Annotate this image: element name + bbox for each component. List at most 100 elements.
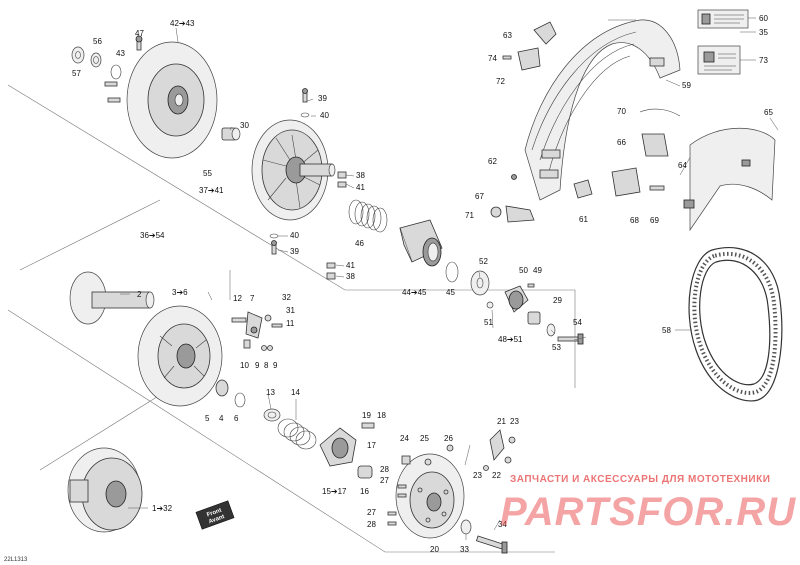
callout-40b[interactable]: 40 xyxy=(290,231,299,240)
callout-41b[interactable]: 41 xyxy=(346,261,355,270)
callout-74[interactable]: 74 xyxy=(488,54,497,63)
callout-4[interactable]: 4 xyxy=(219,414,224,423)
lever-assembly-7[interactable] xyxy=(231,311,273,351)
roller-kit-21[interactable] xyxy=(483,429,516,471)
callout-30[interactable]: 30 xyxy=(240,121,249,130)
sliders-41-38[interactable] xyxy=(326,262,336,280)
callout-15[interactable]: 15➔17 xyxy=(322,487,347,496)
callout-52[interactable]: 52 xyxy=(479,257,488,266)
callout-72[interactable]: 72 xyxy=(496,77,505,86)
callout-59[interactable]: 59 xyxy=(682,81,691,90)
callout-12[interactable]: 12 xyxy=(233,294,242,303)
callout-20[interactable]: 20 xyxy=(430,545,439,554)
callout-63[interactable]: 63 xyxy=(503,31,512,40)
callout-19[interactable]: 19 xyxy=(362,411,371,420)
callout-60[interactable]: 60 xyxy=(759,14,768,23)
callout-34[interactable]: 34 xyxy=(498,520,507,529)
washer-51[interactable] xyxy=(486,301,494,309)
part-26[interactable] xyxy=(446,444,454,452)
driven-pulley-fixed-sheave-37[interactable] xyxy=(251,119,336,221)
callout-58[interactable]: 58 xyxy=(662,326,671,335)
callout-36[interactable]: 36➔54 xyxy=(140,231,165,240)
callout-49[interactable]: 49 xyxy=(533,266,542,275)
callout-73[interactable]: 73 xyxy=(759,56,768,65)
spring-clip-70[interactable] xyxy=(639,108,681,117)
ring-45[interactable] xyxy=(445,261,459,283)
latch-67[interactable] xyxy=(505,205,535,223)
callout-45[interactable]: 45 xyxy=(446,288,455,297)
callout-55[interactable]: 55 xyxy=(203,169,212,178)
callout-39b[interactable]: 39 xyxy=(290,247,299,256)
callout-25[interactable]: 25 xyxy=(420,434,429,443)
callout-23b[interactable]: 23 xyxy=(473,471,482,480)
bearing-housing-48[interactable] xyxy=(504,285,529,313)
callout-1[interactable]: 1➔32 xyxy=(152,504,173,513)
bracket-66[interactable] xyxy=(641,133,669,157)
callout-65[interactable]: 65 xyxy=(764,108,773,117)
drive-pulley-sliding-half-3[interactable] xyxy=(137,305,223,407)
drive-pulley-cover-20[interactable] xyxy=(395,453,465,539)
decal-60[interactable] xyxy=(697,9,749,29)
callout-16[interactable]: 16 xyxy=(360,487,369,496)
callout-14[interactable]: 14 xyxy=(291,388,300,397)
cam-44[interactable] xyxy=(399,219,443,267)
callout-23[interactable]: 23 xyxy=(510,417,519,426)
callout-57[interactable]: 57 xyxy=(72,69,81,78)
drive-pulley-assembly-1[interactable] xyxy=(67,447,143,533)
callout-5[interactable]: 5 xyxy=(205,414,210,423)
spacer-29[interactable] xyxy=(527,311,541,325)
callout-44[interactable]: 44➔45 xyxy=(402,288,427,297)
drive-pulley-fixed-half-2[interactable] xyxy=(69,271,155,325)
screw-74[interactable] xyxy=(502,55,512,60)
bracket-72[interactable] xyxy=(517,47,541,71)
washer-57[interactable] xyxy=(71,46,85,64)
bushing-30[interactable] xyxy=(221,127,241,141)
bolt-54[interactable] xyxy=(557,333,584,345)
callout-61[interactable]: 61 xyxy=(579,215,588,224)
knob-71[interactable] xyxy=(490,206,502,218)
callout-70[interactable]: 70 xyxy=(617,107,626,116)
callout-41[interactable]: 41 xyxy=(356,183,365,192)
callout-40[interactable]: 40 xyxy=(320,111,329,120)
callout-32[interactable]: 32 xyxy=(282,293,291,302)
circlip-43[interactable] xyxy=(110,64,122,80)
callout-54[interactable]: 54 xyxy=(573,318,582,327)
callout-67[interactable]: 67 xyxy=(475,192,484,201)
bracket-63[interactable] xyxy=(533,21,557,45)
bolt-62[interactable] xyxy=(511,174,517,180)
screw-39b[interactable] xyxy=(271,240,277,255)
callout-21[interactable]: 21 xyxy=(497,417,506,426)
callout-50[interactable]: 50 xyxy=(519,266,528,275)
callout-71[interactable]: 71 xyxy=(465,211,474,220)
bracket-68[interactable] xyxy=(611,167,641,197)
callout-27[interactable]: 27 xyxy=(380,476,389,485)
callout-35[interactable]: 35 xyxy=(759,28,768,37)
callout-28[interactable]: 28 xyxy=(380,465,389,474)
callout-69[interactable]: 69 xyxy=(650,216,659,225)
callout-2[interactable]: 2 xyxy=(137,290,142,299)
bolts-group[interactable] xyxy=(104,81,121,103)
callout-38b[interactable]: 38 xyxy=(346,272,355,281)
callout-43[interactable]: 43 xyxy=(116,49,125,58)
callout-11[interactable]: 11 xyxy=(286,319,295,328)
decal-73[interactable] xyxy=(697,45,741,75)
callout-22[interactable]: 22 xyxy=(492,471,501,480)
callout-48[interactable]: 48➔51 xyxy=(498,335,523,344)
callout-47[interactable]: 47 xyxy=(135,29,144,38)
callout-10[interactable]: 10 xyxy=(240,361,249,370)
bracket-61[interactable] xyxy=(573,179,593,199)
callout-13[interactable]: 13 xyxy=(266,388,275,397)
callout-7[interactable]: 7 xyxy=(250,294,255,303)
ring-56[interactable] xyxy=(90,52,102,68)
pulley-guard-59[interactable] xyxy=(524,19,681,201)
callout-28b[interactable]: 28 xyxy=(367,520,376,529)
callout-62[interactable]: 62 xyxy=(488,157,497,166)
callout-8[interactable]: 8 xyxy=(264,361,269,370)
callout-24[interactable]: 24 xyxy=(400,434,409,443)
bolt-34[interactable] xyxy=(475,535,508,554)
callout-46[interactable]: 46 xyxy=(355,239,364,248)
spider-15[interactable] xyxy=(319,427,357,467)
screw-49[interactable] xyxy=(527,283,535,288)
callout-68[interactable]: 68 xyxy=(630,216,639,225)
callout-9b[interactable]: 9 xyxy=(273,361,278,370)
